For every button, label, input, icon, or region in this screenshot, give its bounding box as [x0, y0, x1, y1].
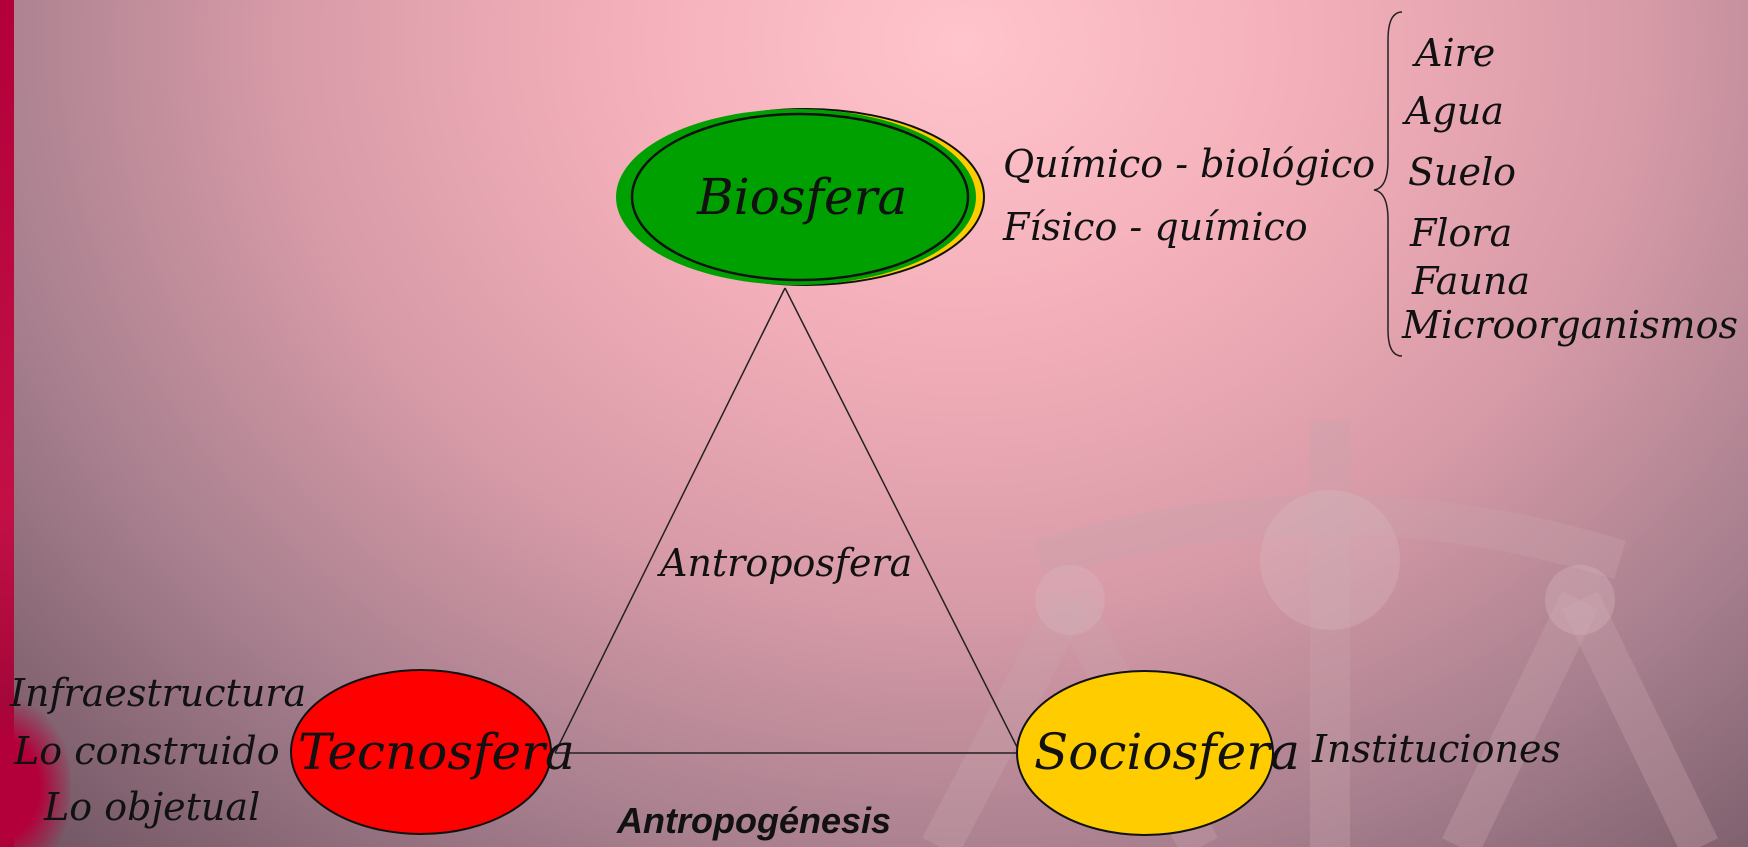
- antropogenesis-label: Antropogénesis: [617, 800, 892, 841]
- left-accent-curl: [0, 700, 70, 847]
- biosfera-ellipse-fill: [616, 109, 976, 285]
- tecnosfera-item-infraestructura: Infraestructura: [10, 671, 307, 715]
- sociosfera-item-instituciones: Instituciones: [1312, 727, 1561, 771]
- biosfera-ellipse: [630, 112, 970, 282]
- process-fisico-quimico: Físico - químico: [1003, 205, 1308, 249]
- tecnosfera-ellipse: [290, 669, 552, 835]
- process-quimico-biologico: Químico - biológico: [1003, 142, 1376, 186]
- sociosfera-label: Sociosfera: [1034, 723, 1300, 781]
- tecnosfera-item-lo-construido: Lo construido: [14, 729, 280, 773]
- component-agua: Agua: [1405, 89, 1504, 133]
- triangle-right-edge: [784, 287, 1021, 754]
- sociosfera-ellipse: [1016, 670, 1274, 836]
- tecnosfera-label: Tecnosfera: [298, 723, 575, 781]
- left-accent-bar: [0, 0, 14, 847]
- component-microorganismos: Microorganismos: [1402, 303, 1738, 347]
- biosfera-label: Biosfera: [697, 168, 908, 226]
- component-aire: Aire: [1415, 31, 1496, 75]
- component-suelo: Suelo: [1408, 150, 1517, 194]
- components-brace: [1373, 11, 1403, 357]
- triangle-left-edge: [554, 287, 786, 754]
- component-flora: Flora: [1410, 211, 1513, 255]
- tecnosfera-item-lo-objetual: Lo objetual: [44, 785, 261, 829]
- component-fauna: Fauna: [1412, 259, 1531, 303]
- antroposfera-label: Antroposfera: [660, 541, 913, 585]
